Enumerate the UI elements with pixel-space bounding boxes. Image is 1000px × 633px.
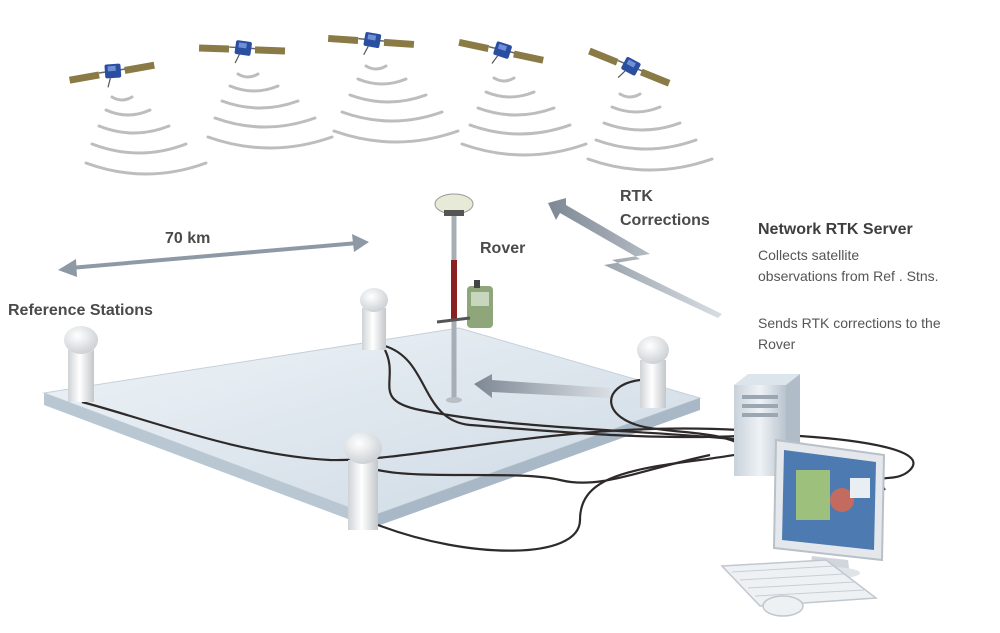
- reference-stations-label: Reference Stations: [8, 302, 153, 319]
- monitor-icon: [772, 438, 886, 579]
- reference-station-icon: [360, 288, 388, 350]
- mouse-icon: [762, 595, 804, 617]
- rtk-corrections-label-line1: RTK: [620, 188, 653, 205]
- correction-flow-arrow: [474, 374, 610, 398]
- satellite-group: [67, 24, 673, 101]
- rtk-corrections-arrow: [548, 198, 722, 318]
- signal-waves: [84, 64, 714, 176]
- rtk-corrections-label-line2: Corrections: [620, 212, 710, 229]
- reference-station-icon: [64, 326, 98, 402]
- rover-label: Rover: [480, 240, 526, 257]
- distance-label: 70 km: [165, 230, 211, 247]
- keyboard-icon: [720, 559, 879, 607]
- server-description-line2: observations from Ref . Stns.: [758, 268, 939, 284]
- distance-arrow: [58, 234, 369, 277]
- server-description-line4: Rover: [758, 336, 796, 352]
- server-title: Network RTK Server: [758, 221, 913, 238]
- reference-station-icon: [344, 432, 382, 530]
- reference-station-icon: [637, 336, 669, 408]
- network-cables: [81, 344, 915, 552]
- server-description-line1: Collects satellite: [758, 247, 860, 263]
- rover-receiver-icon: [434, 193, 493, 403]
- server-description-line3: Sends RTK corrections to the: [758, 315, 941, 331]
